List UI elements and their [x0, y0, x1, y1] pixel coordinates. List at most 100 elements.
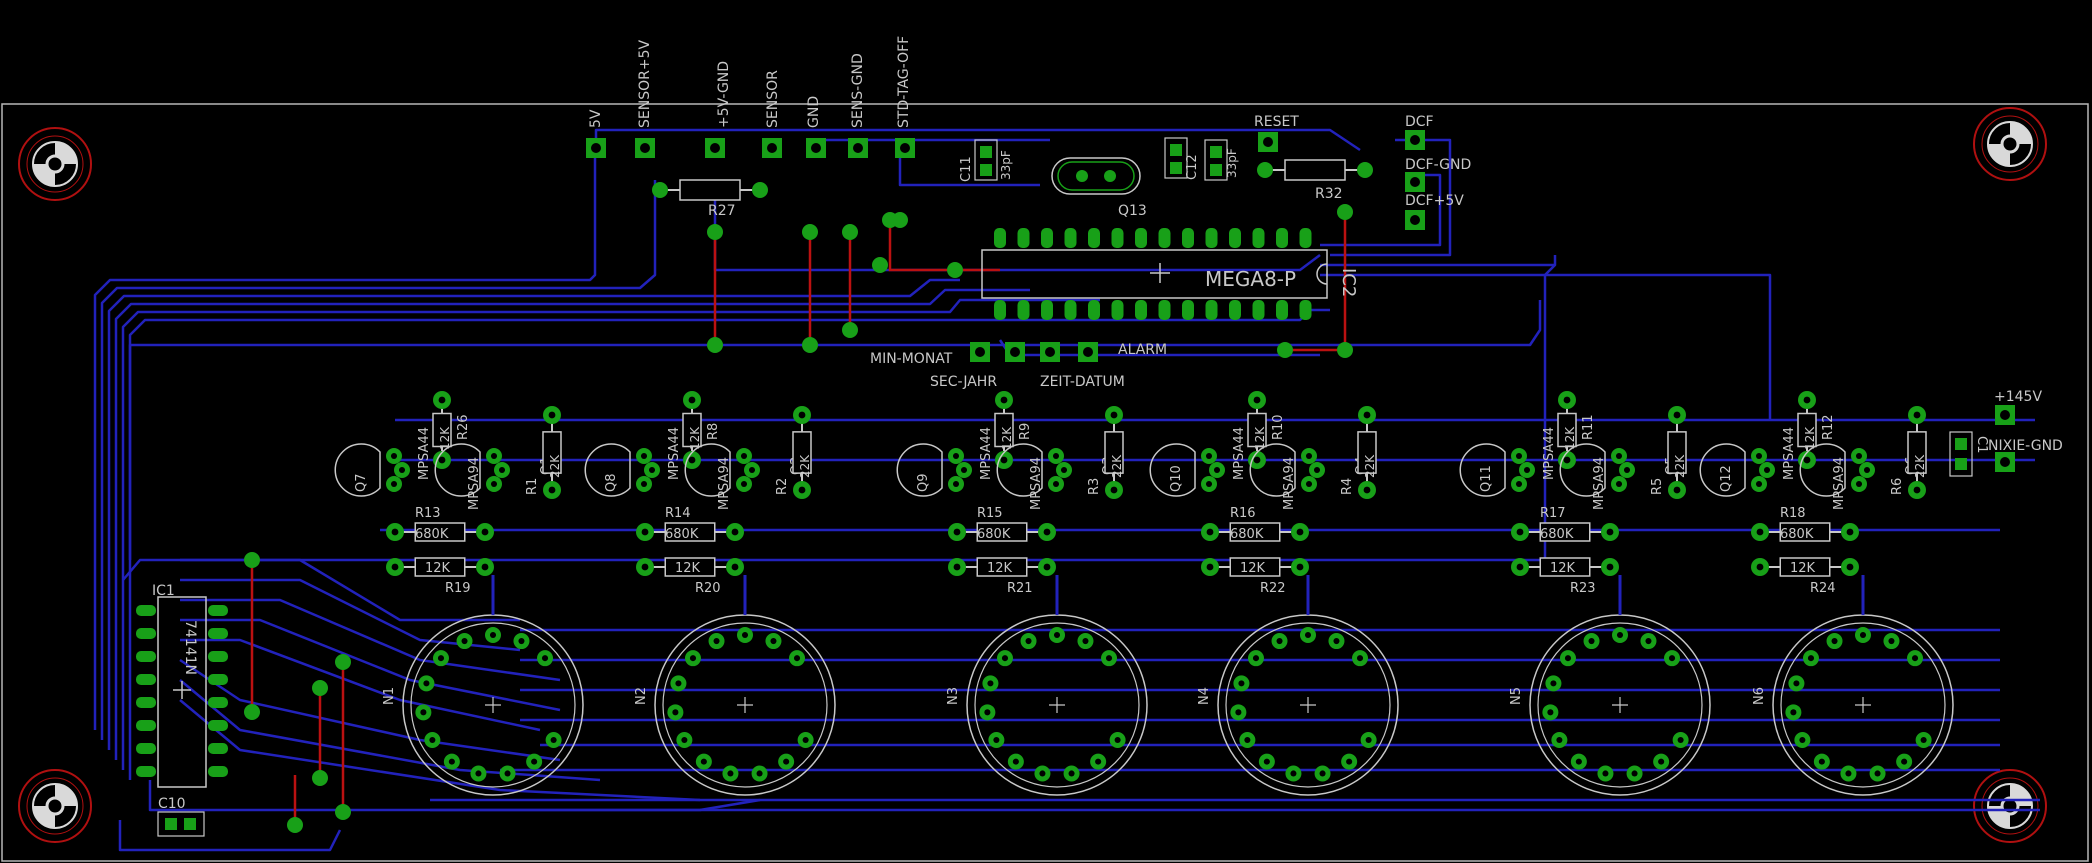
resistor-value: 12K: [1000, 426, 1014, 450]
resistor-base: [432, 391, 452, 469]
c11-label: C11: [959, 156, 974, 182]
drill-hole: [541, 655, 549, 662]
drill-hole: [548, 411, 556, 419]
drill-hole: [1855, 480, 1863, 488]
drill-hole: [1673, 411, 1681, 419]
ic2-pin-bottom: [1299, 300, 1312, 320]
drill-hole: [1043, 528, 1051, 536]
drill-hole: [793, 655, 801, 662]
resistor-value: 680K: [1780, 527, 1814, 542]
resistor-value: 12K: [987, 561, 1013, 576]
drill-hole: [1874, 770, 1881, 777]
drill-hole: [1658, 758, 1665, 765]
nixie-label: N1: [382, 687, 397, 705]
ic2-pin-bottom: [1135, 300, 1147, 320]
drill-hole: [1053, 631, 1061, 639]
drill-hole: [713, 638, 720, 645]
ic1-pin-right: [208, 743, 228, 754]
drill-hole: [1252, 655, 1260, 662]
pad-hv: +145V: [1994, 389, 2042, 425]
board-outline: [1, 103, 2089, 862]
resistor-value: 22K: [1110, 454, 1124, 478]
drill-hole: [548, 486, 556, 494]
resistor-label: R19: [445, 581, 471, 596]
capacitor-c10: C10: [157, 796, 205, 837]
drill-hole: [1859, 631, 1867, 639]
ic1-body: [157, 596, 207, 788]
transistor-label: Q7: [354, 473, 369, 492]
drill-hole: [550, 736, 557, 744]
drill-hole: [1901, 758, 1908, 765]
ic2-pin-top: [1252, 228, 1265, 248]
drill-hole: [448, 758, 455, 765]
drill-hole: [689, 655, 697, 662]
drill-hole: [490, 452, 498, 460]
driver-stage: Q10MPSA4412KR10MPSA94R4Q422KR16680K12KR2…: [1149, 391, 1377, 596]
drill-hole: [984, 709, 991, 716]
ic2-pin-bottom: [1017, 300, 1030, 320]
resistor-pull: [1751, 522, 1859, 542]
mounting-hole-bottom-left: [17, 768, 93, 844]
drill-hole: [1803, 396, 1811, 404]
drill-hole: [1606, 528, 1614, 536]
label-sensor: SENSOR: [765, 70, 781, 128]
drill-hole: [1276, 638, 1283, 645]
transistor-npn: [584, 443, 660, 497]
drill-hole: [1668, 655, 1676, 662]
mounting-hole-top-left: [17, 126, 93, 202]
resistor-label: R9: [1018, 423, 1033, 440]
resistor-value: 680K: [1230, 527, 1264, 542]
drill-hole: [748, 466, 756, 474]
resistor-label: R20: [695, 581, 721, 596]
nixie-tube: N6: [1752, 575, 1954, 796]
ic1-pin-right: [208, 651, 228, 662]
drill-hole: [1550, 680, 1557, 687]
ic2-pin-top: [1229, 228, 1241, 248]
ic1-74141: IC1 74141N: [136, 583, 228, 788]
label-sens-gnd: SENS-GND: [850, 53, 866, 128]
ic1-name: IC1: [152, 583, 175, 599]
resistor-series: [948, 557, 1056, 577]
label-min-monat: MIN-MONAT: [870, 351, 953, 367]
drill-hole: [1052, 480, 1060, 488]
drill-hole: [1606, 563, 1614, 571]
resistor-label: R4: [1340, 478, 1355, 495]
crystal-label: Q13: [1118, 203, 1147, 219]
drill-hole: [1238, 680, 1245, 687]
drill-hole: [783, 758, 790, 765]
transistor-type: MPSA94: [1029, 457, 1044, 510]
drill-hole: [1920, 736, 1927, 744]
nixie-label: N3: [946, 687, 961, 705]
drill-hole: [952, 452, 960, 460]
ic1-value: 74141N: [182, 620, 198, 675]
resistor-label: R15: [977, 506, 1003, 521]
ic2-value: MEGA8-P: [1205, 267, 1296, 291]
resistor-label: R3: [1087, 478, 1102, 495]
capacitor-c1: C1: [1949, 431, 1989, 477]
resistor-collector: [792, 406, 812, 499]
pad-dcf-gnd: DCF-GND: [1405, 157, 1471, 192]
transistor-type: MPSA94: [1282, 457, 1297, 510]
pad-zeit-datum: ZEIT-DATUM: [1040, 342, 1125, 390]
resistor-value: 12K: [688, 426, 702, 450]
drill-hole: [1846, 528, 1854, 536]
ic1-pin-right: [208, 605, 228, 616]
resistor-label: R16: [1230, 506, 1256, 521]
transistor-label: Q11: [1479, 465, 1494, 492]
drill-hole: [398, 466, 406, 474]
drill-hole: [1515, 480, 1523, 488]
ic2-pin-top: [1205, 228, 1218, 248]
nixie-tube: N3: [946, 575, 1148, 796]
resistor-label: R18: [1780, 506, 1806, 521]
resistor-collector: [1667, 406, 1687, 499]
resistor-label: R14: [665, 506, 691, 521]
resistor-value: 12K: [1803, 426, 1817, 450]
transistor-type: MPSA44: [1542, 427, 1557, 480]
resistor-value: 680K: [415, 527, 449, 542]
ic1-pin-left: [136, 697, 156, 708]
drill-hole: [1114, 736, 1121, 744]
ic1-pin-left: [136, 743, 156, 754]
c1-label: C1: [1974, 436, 1989, 453]
pad-sec-jahr: SEC-JAHR: [930, 342, 1025, 390]
ic1-pin-left: [136, 605, 156, 616]
